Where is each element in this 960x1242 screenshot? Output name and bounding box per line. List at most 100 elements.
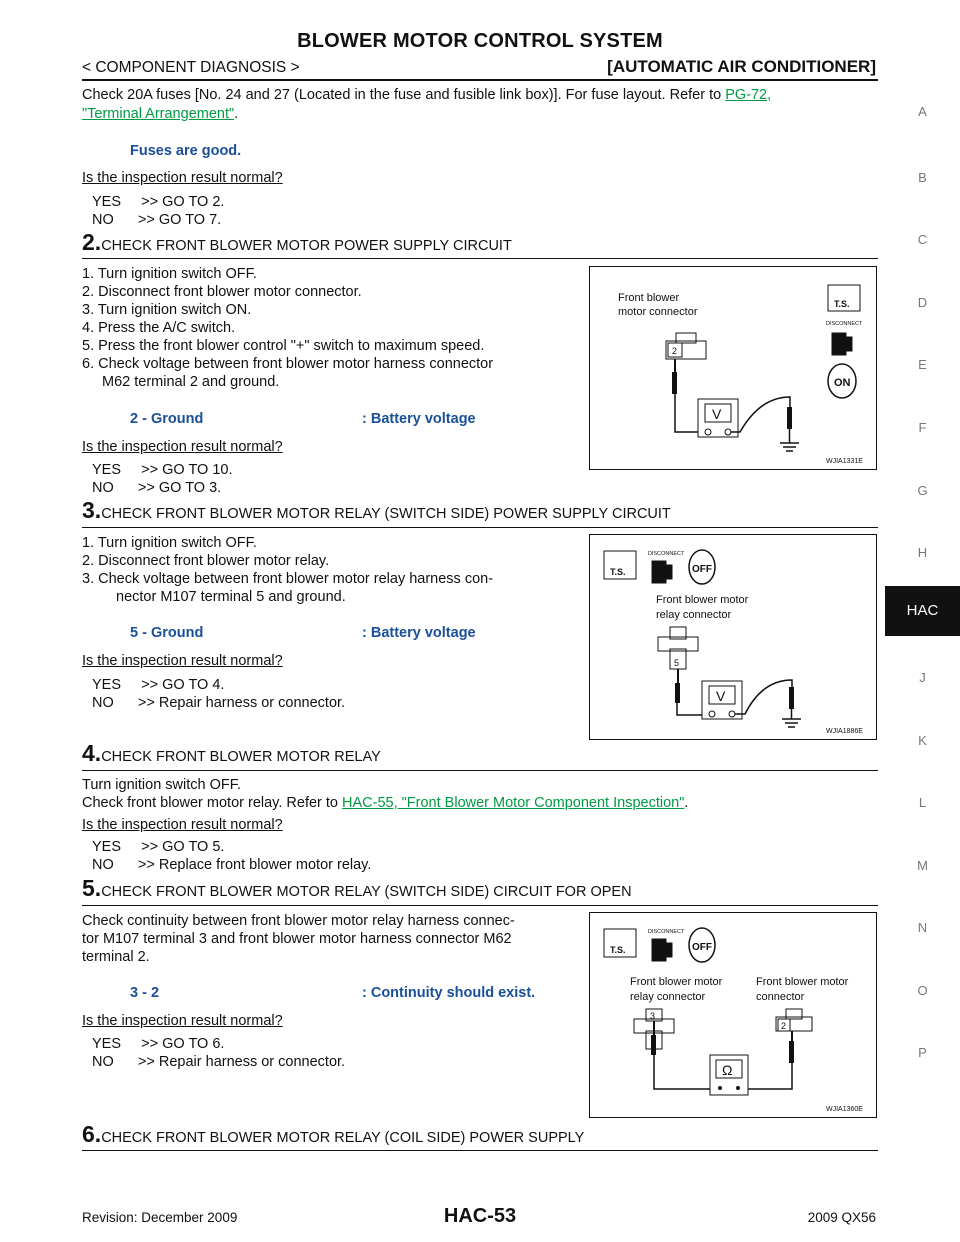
fig2-terminal: 5: [674, 658, 679, 668]
step5-line-1: Check continuity between front blower mo…: [82, 913, 515, 929]
fig1-label-2: motor connector: [618, 306, 698, 318]
fig3-wire-right: [746, 1063, 793, 1090]
figure-continuity: T.S. DISCONNECT OFF Front blower motor r…: [589, 912, 877, 1118]
side-tab-m[interactable]: M: [917, 858, 928, 873]
footer-model: 2009 QX56: [807, 1210, 876, 1225]
fig1-meter-display: [704, 403, 732, 423]
step1-spec: Fuses are good.: [130, 143, 242, 159]
side-tab-o[interactable]: O: [917, 983, 928, 998]
fig3-meter-display: [715, 1059, 743, 1079]
fig2-relay-top: [669, 626, 687, 640]
fig3-label-motor-1: Front blower motor: [756, 976, 849, 988]
ignition-off-icon: [688, 927, 716, 963]
link-pg-72[interactable]: PG-72,: [725, 87, 772, 103]
step5-line-3: terminal 2.: [82, 949, 150, 965]
step2-rule: [82, 258, 878, 259]
side-tab-e[interactable]: E: [918, 357, 927, 372]
step5-spec-left: 3 - 2: [130, 985, 160, 1001]
fig2-disconnect-label: DISCONNECT: [648, 551, 685, 557]
side-tab-p[interactable]: P: [918, 1045, 927, 1060]
step3-title: CHECK FRONT BLOWER MOTOR RELAY (SWITCH S…: [101, 506, 671, 522]
ts-icon: [603, 928, 637, 958]
step4-period: .: [684, 795, 689, 811]
side-tab-c[interactable]: C: [917, 232, 928, 247]
step3-yes: YES >> GO TO 4.: [92, 677, 225, 693]
step2-yes: YES >> GO TO 10.: [92, 462, 233, 478]
fig2-code: WJIA1886E: [826, 728, 863, 735]
header-rule: [82, 79, 878, 81]
side-tab-f[interactable]: F: [918, 420, 927, 435]
step3-no: NO >> Repair harness or connector.: [92, 695, 346, 711]
figure-1-drawing: Front blower motor connector 2 V T.S. DI…: [618, 284, 863, 465]
fig3-label-relay-2: relay connector: [630, 991, 706, 1003]
figure-relay-connector: T.S. DISCONNECT OFF Front blower motor r…: [589, 534, 877, 740]
page-number: HAC-53: [443, 1205, 517, 1227]
figure-2-drawing: T.S. DISCONNECT OFF Front blower motor r…: [603, 549, 863, 735]
fig2-ts-label: T.S.: [610, 567, 626, 577]
disconnect-icon: [831, 332, 853, 356]
step3-item-2: 2. Disconnect front blower motor relay.: [82, 553, 330, 569]
section-label: < COMPONENT DIAGNOSIS >: [82, 59, 300, 76]
fig1-terminal-box: [667, 342, 683, 358]
ts-icon: [827, 284, 861, 312]
step2-item-6-cont: M62 terminal 2 and ground.: [102, 374, 280, 390]
side-tab-b[interactable]: B: [918, 170, 927, 185]
step5-yes: YES >> GO TO 6.: [92, 1036, 225, 1052]
step2-spec-left: 2 - Ground: [130, 411, 204, 427]
step6-heading: 6.CHECK FRONT BLOWER MOTOR RELAY (COIL S…: [82, 1121, 878, 1148]
fig3-label-relay-1: Front blower motor: [630, 976, 723, 988]
fig2-off-label: OFF: [692, 564, 712, 575]
step5-question: Is the inspection result normal?: [82, 1013, 283, 1029]
step1-no: NO >> GO TO 7.: [92, 212, 222, 228]
step3-number: 3.: [82, 497, 102, 523]
fig1-meter-plus: [704, 428, 712, 436]
fig3-terminal-a: 3: [650, 1011, 655, 1021]
fig3-motor-top: [785, 1008, 803, 1020]
step2-heading: 2.CHECK FRONT BLOWER MOTOR POWER SUPPLY …: [82, 229, 878, 256]
step4-line-2: Check front blower motor relay. Refer to…: [82, 794, 688, 812]
step4-title: CHECK FRONT BLOWER MOTOR RELAY: [101, 749, 381, 765]
fig2-relay-mid: [657, 636, 699, 652]
side-tab-d[interactable]: D: [917, 295, 928, 310]
fig2-label-1: Front blower motor: [656, 594, 749, 606]
side-tab-hac[interactable]: HAC: [885, 586, 960, 636]
step3-spec-right: : Battery voltage: [362, 625, 476, 641]
step4-number: 4.: [82, 740, 102, 766]
fig3-motor-terminal-box: [777, 1018, 791, 1032]
fig1-meter-symbol: V: [712, 406, 722, 422]
side-tab-h[interactable]: H: [917, 545, 928, 560]
fig2-meter-plus: [708, 710, 716, 718]
step3-item-3-cont: nector M107 terminal 5 and ground.: [116, 589, 346, 605]
link-terminal-arrangement[interactable]: "Terminal Arrangement": [82, 106, 235, 122]
fig3-disconnect-label: DISCONNECT: [648, 929, 685, 935]
step5-text: Check continuity between front blower mo…: [82, 912, 582, 966]
side-tab-j[interactable]: J: [919, 670, 926, 685]
fig1-probe-right: [787, 407, 792, 429]
side-tab-a[interactable]: A: [918, 104, 927, 119]
fig3-ts-label: T.S.: [610, 945, 626, 955]
page-title: BLOWER MOTOR CONTROL SYSTEM: [297, 30, 663, 52]
figure-3-drawing: T.S. DISCONNECT OFF Front blower motor r…: [603, 927, 863, 1113]
step6-rule: [82, 1150, 878, 1151]
disconnect-icon: [651, 560, 673, 584]
step4-heading: 4.CHECK FRONT BLOWER MOTOR RELAY: [82, 740, 878, 767]
fig2-label-2: relay connector: [656, 609, 732, 621]
step2-number: 2.: [82, 229, 102, 255]
fig1-wire-left: [674, 394, 705, 433]
side-tab-k[interactable]: K: [918, 733, 927, 748]
fig1-code: WJIA1331E: [826, 458, 863, 465]
step3-item-3: 3. Check voltage between front blower mo…: [82, 571, 494, 587]
fig1-ts-label: T.S.: [834, 299, 850, 309]
fig1-wire-right: [731, 396, 791, 433]
step3-rule: [82, 527, 878, 528]
fig3-terminal-b: 2: [781, 1021, 786, 1031]
step3-heading: 3.CHECK FRONT BLOWER MOTOR RELAY (SWITCH…: [82, 497, 878, 524]
side-tab-l[interactable]: L: [918, 795, 927, 810]
side-tab-g[interactable]: G: [917, 483, 928, 498]
step4-yes: YES >> GO TO 5.: [92, 839, 225, 855]
link-hac-55[interactable]: HAC-55, "Front Blower Motor Component In…: [342, 795, 685, 811]
fig1-terminal: 2: [672, 346, 677, 356]
step4-rule: [82, 770, 878, 771]
side-tab-n[interactable]: N: [917, 920, 928, 935]
step1-instruction: Check 20A fuses [No. 24 and 27 (Located …: [82, 87, 726, 103]
